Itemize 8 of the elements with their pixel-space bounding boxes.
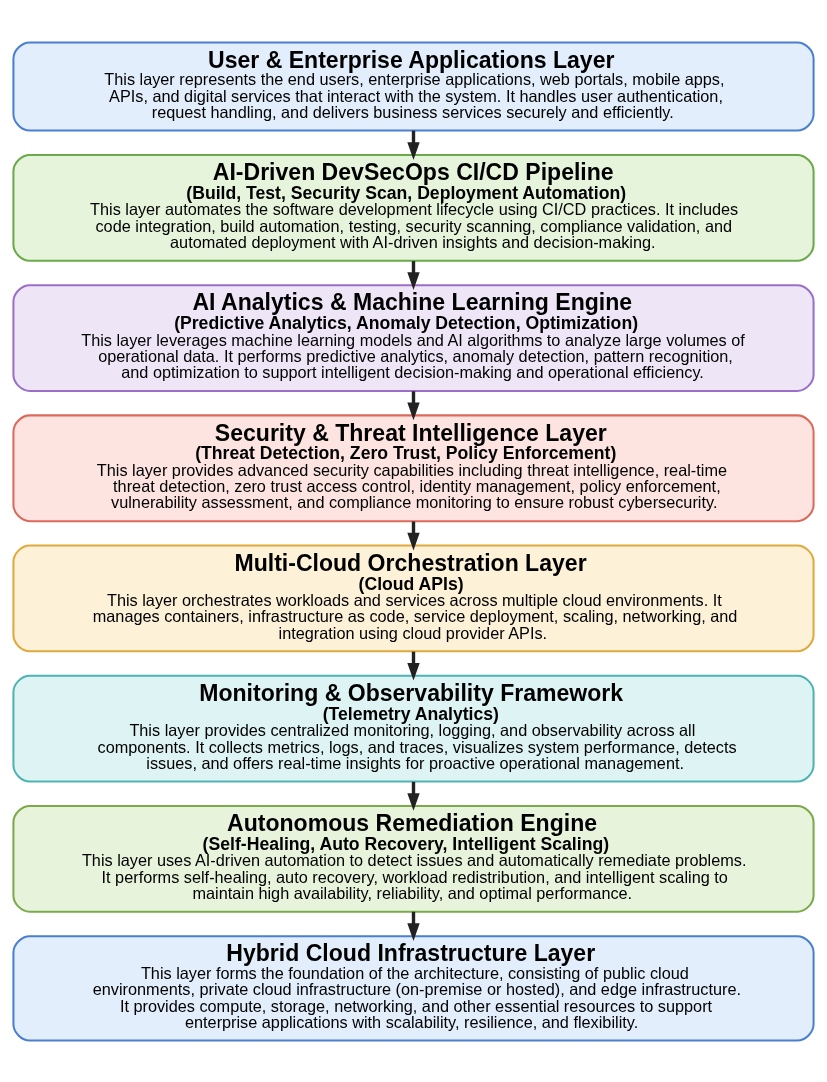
node-box: AI-Driven DevSecOps CI/CD Pipeline (Build, Test, Security Scan, Deployment Automation) This layer automates the software development lifecycle using CI/CD practices. It includes code integration, build automation, testing, security scanning, compliance validation, and automated deployment with AI-driven insights and decision-making. [12, 153, 815, 262]
node-box: AI Analytics & Machine Learning Engine (Predictive Analytics, Anomaly Detection, Optimization) This layer leverages machine learning models and AI algorithms to analyze large volumes of operational data. It performs predictive analytics, anomaly detection, pattern recognition, and optimization to support intelligent decision-making and operational efficiency. [12, 283, 815, 392]
node-box: Autonomous Remediation Engine (Self-Healing, Auto Recovery, Intelligent Scaling) This layer uses AI-driven automation to detect issues and automatically remediate problems. It performs self-healing, auto recovery, workload redistribution, and intelligent scaling to maintain high availability, reliability, and optimal performance. [12, 804, 815, 913]
node-box: Multi-Cloud Orchestration Layer (Cloud APIs) This layer orchestrates workloads and services across multiple cloud environments. It manages containers, infrastructure as code, service deployment, scaling, networking, and integration using cloud provider APIs. [12, 544, 815, 652]
node-box: User & Enterprise Applications Layer This layer represents the end users, enterprise applications, web portals, mobile apps, APIs, and digital services that interact with the system. It handles user authentication, request handling, and delivers business services securely and efficiently. [12, 40, 815, 132]
node-box: Security & Threat Intelligence Layer (Threat Detection, Zero Trust, Policy Enforcement) This layer provides advanced security capabilities including threat intelligence, real-time threat detection, zero trust access control, identity management, policy enforcement, vulnerability assessment, and compliance monitoring to ensure robust cybersecurity. [12, 413, 815, 522]
node-box: Hybrid Cloud Infrastructure Layer This layer forms the foundation of the architecture, consisting of public cloud environments, private cloud infrastructure (on-premise or hosted), and edge infrastructure. It provides compute, storage, networking, and other essential resources to support enterprise applications with scalability, resilience, and flexibility. [12, 934, 815, 1042]
node-box: Monitoring & Observability Framework (Telemetry Analytics) This layer provides centralized monitoring, logging, and observability across all components. It collects metrics, logs, and traces, visualizes system performance, detects issues, and offers real-time insights for proactive operational management. [12, 674, 815, 783]
